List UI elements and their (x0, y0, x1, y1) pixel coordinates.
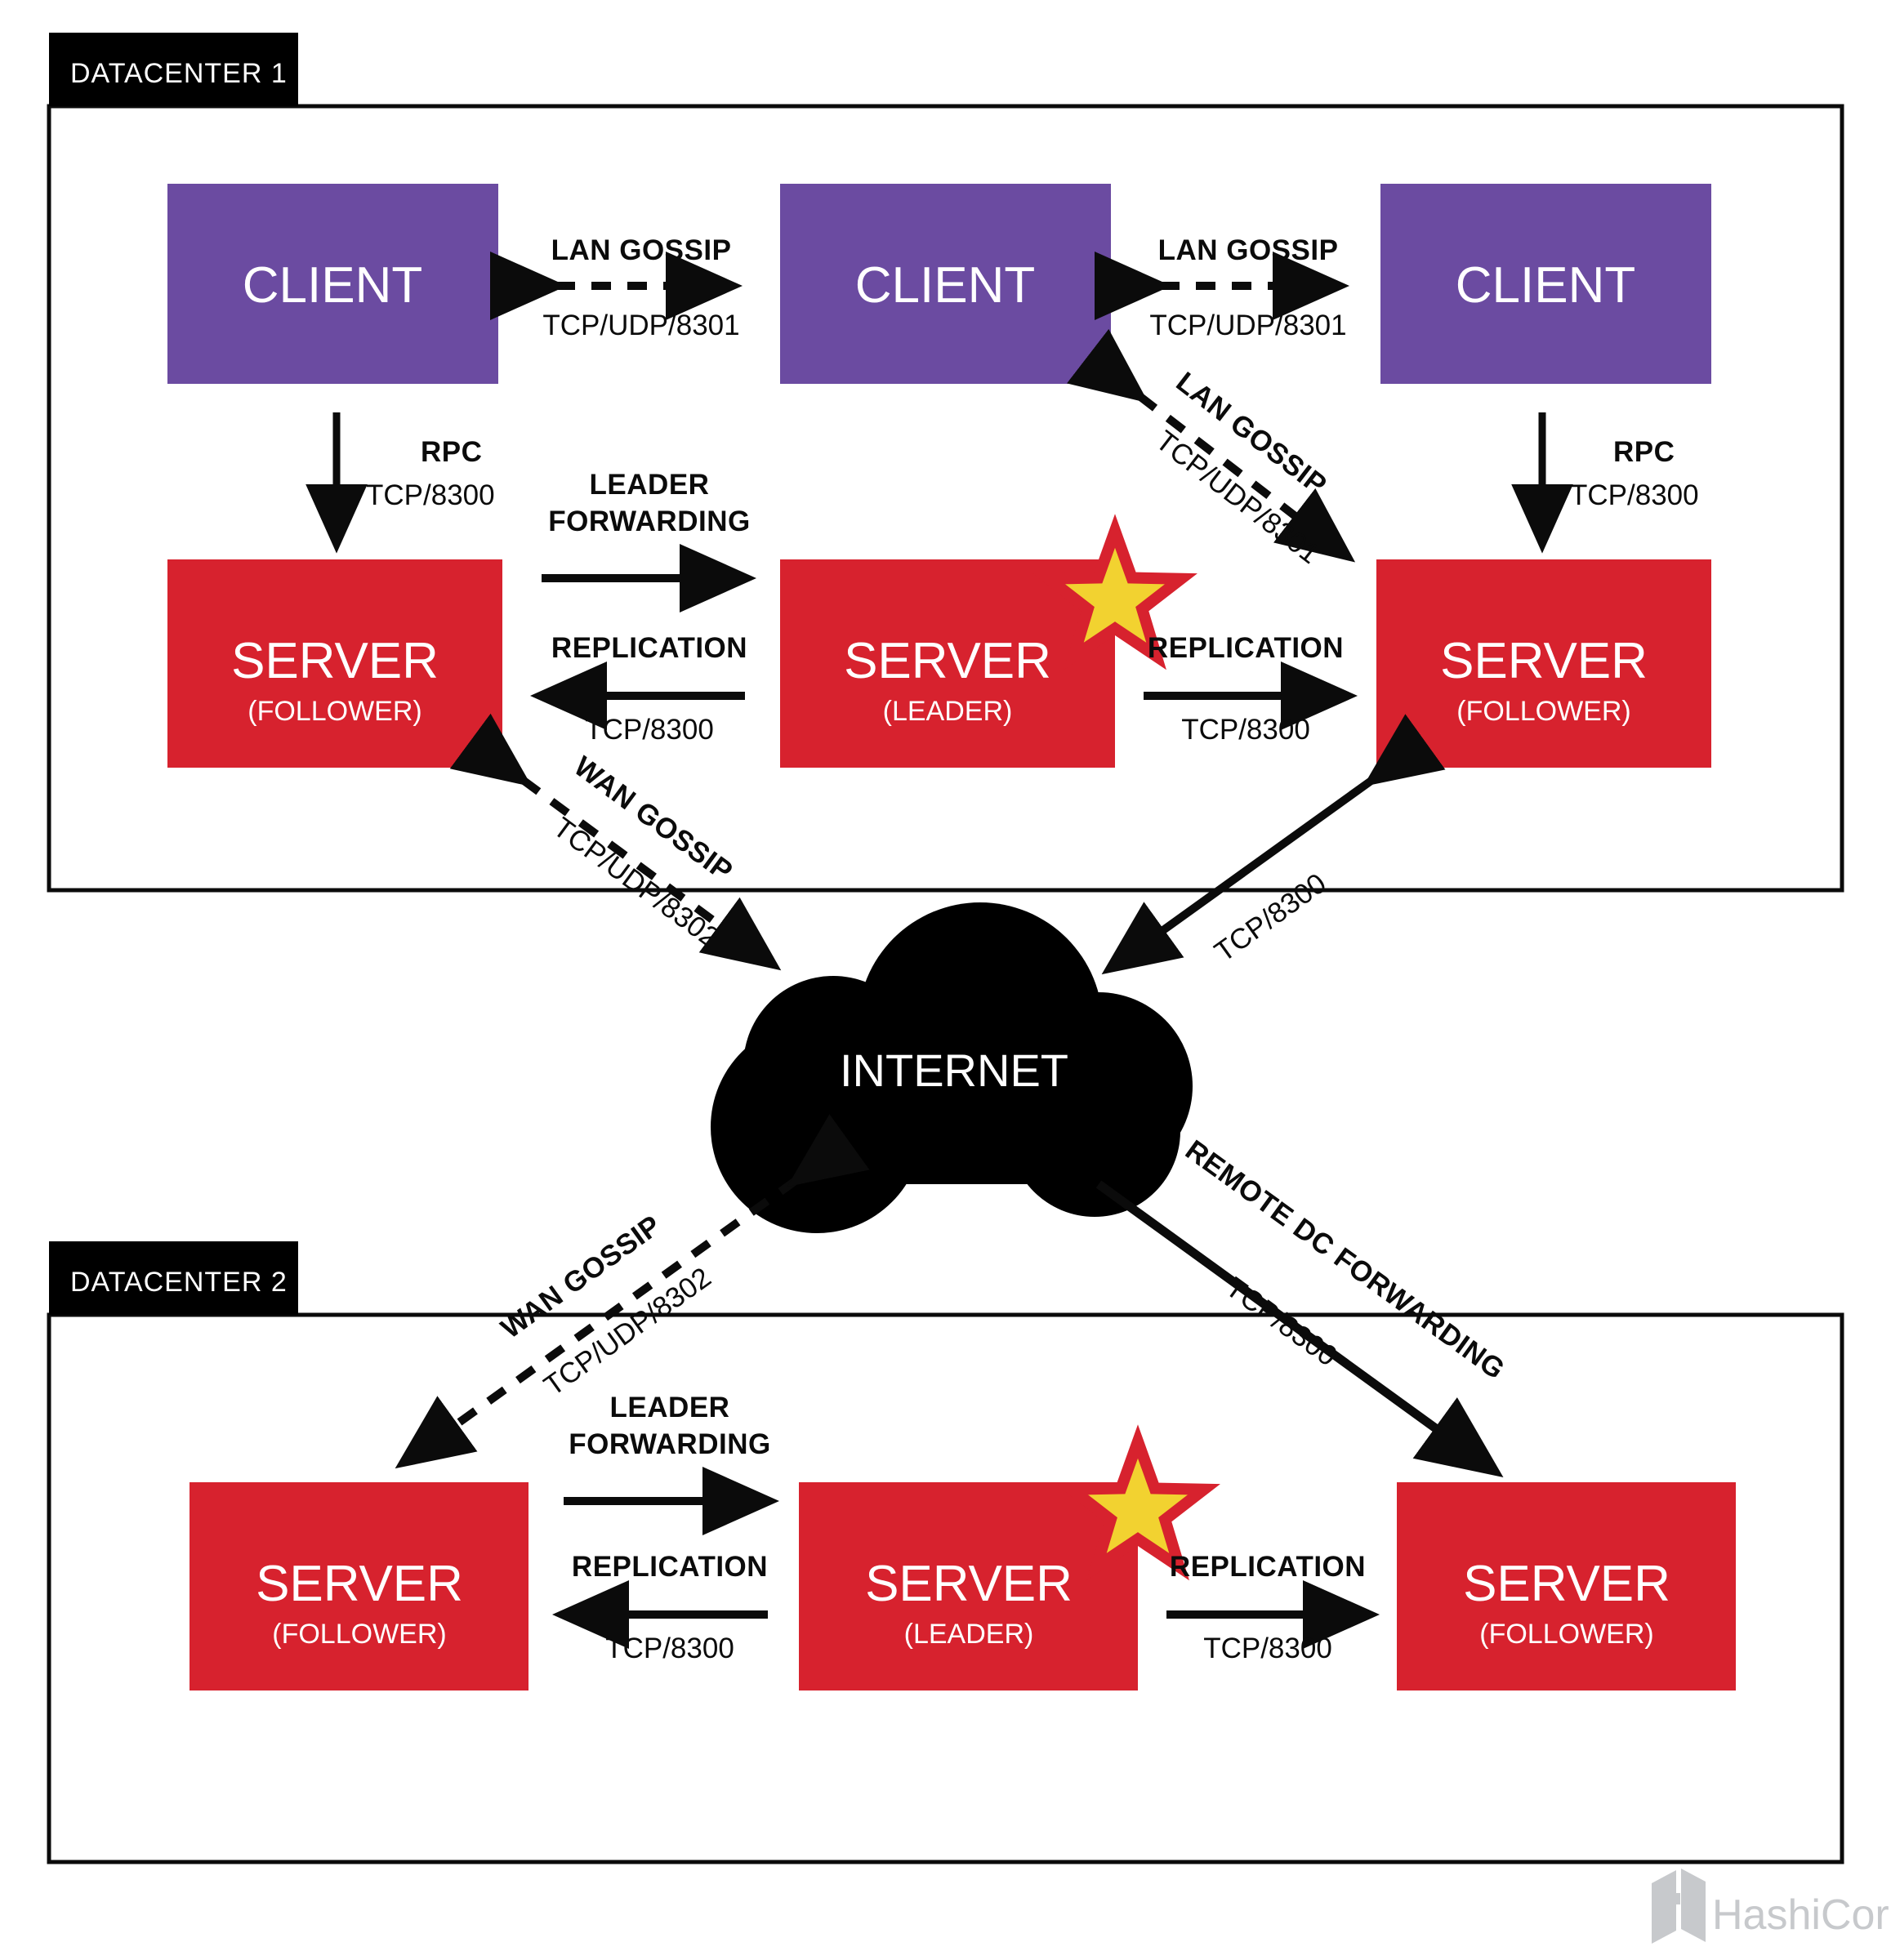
hashicorp-mark-icon (1652, 1869, 1706, 1944)
dc1-server-2-box[interactable] (780, 559, 1115, 768)
edge-rpc-c3s3-port: TCP/8300 (1570, 479, 1699, 511)
dc1-client-3-label: CLIENT (1456, 257, 1635, 314)
edge-rpc-client1-server1: RPC TCP/8300 (306, 412, 495, 554)
edge-replication-dc1-right: REPLICATION TCP/8300 (1144, 632, 1358, 746)
datacenter-1-tab (49, 33, 298, 106)
edge-lan-gossip-client2-client3: LAN GOSSIP TCP/UDP/8301 (1095, 234, 1349, 341)
dc1-server-3-role: (FOLLOWER) (1456, 696, 1630, 727)
datacenter-2-frame (47, 1312, 1844, 1864)
dc2-server-1-role: (FOLLOWER) (272, 1619, 446, 1650)
edge-lan-gossip-diagonal-arrow (1066, 328, 1356, 563)
edge-rpc-client3-server3: RPC TCP/8300 (1511, 412, 1699, 554)
edge-remote-dc-forwarding-arrow (1095, 1180, 1504, 1478)
datacenter-2-tab-label: DATACENTER 2 (70, 1267, 288, 1298)
edge-wan-gossip-dc2-arrow (395, 1114, 870, 1469)
dc2-server-3-box[interactable] (1397, 1482, 1736, 1690)
dc2-server-leader[interactable]: SERVER (LEADER) (799, 1424, 1220, 1690)
internet-cloud: INTERNET (711, 902, 1193, 1233)
edge-tcp8300-dc1-right: TCP/8300 (1101, 714, 1446, 975)
edge-repl-dc2-left-port: TCP/8300 (605, 1633, 734, 1664)
dc2-server-2-label: SERVER (865, 1556, 1073, 1612)
edge-lan-gossip-diagonal-port: TCP/UDP/8301 (1150, 425, 1326, 570)
datacenter-2-tab (49, 1241, 298, 1315)
dc1-server-follower-left[interactable]: SERVER (FOLLOWER) (167, 559, 502, 768)
hashicorp-logo: HashiCorp (1652, 1869, 1891, 1944)
dc1-server-1-label: SERVER (231, 633, 439, 689)
edge-wan-gossip-dc1: WAN GOSSIP TCP/UDP/8302 (449, 713, 782, 971)
edge-repl-dc1-right-port: TCP/8300 (1181, 714, 1310, 746)
edge-replication-dc2-right: REPLICATION TCP/8300 (1166, 1551, 1380, 1664)
dc1-client-3-box[interactable] (1380, 184, 1711, 384)
dc1-server-1-role: (FOLLOWER) (248, 696, 421, 727)
dc2-server-3-role: (FOLLOWER) (1479, 1619, 1653, 1650)
dc2-server-3-label: SERVER (1463, 1556, 1670, 1612)
edge-repl-dc1-right-title: REPLICATION (1148, 632, 1344, 664)
edge-tcp8300-dc1-right-arrow (1101, 714, 1446, 975)
dc1-server-2-role: (LEADER) (883, 696, 1013, 727)
dc1-client-2[interactable]: CLIENT (780, 184, 1111, 384)
edge-rpc-c1s1-port: TCP/8300 (366, 479, 495, 511)
edge-lan-gossip-c1c2-title: LAN GOSSIP (551, 234, 732, 266)
dc1-client-3[interactable]: CLIENT (1380, 184, 1711, 384)
edge-remote-dc-forwarding-port: TCP/8300 (1220, 1272, 1343, 1373)
dc2-server-follower-right[interactable]: SERVER (FOLLOWER) (1397, 1482, 1736, 1690)
datacenter-1-group: DATACENTER 1 (47, 33, 1844, 893)
hashicorp-wordmark: HashiCorp (1712, 1891, 1891, 1939)
internet-label: INTERNET (840, 1045, 1068, 1096)
edge-wan-gossip-dc1-arrow (449, 713, 782, 971)
edge-repl-dc1-left-title: REPLICATION (551, 632, 747, 664)
edge-repl-dc2-right-title: REPLICATION (1170, 1551, 1366, 1583)
datacenter-1-frame (47, 104, 1844, 893)
dc2-server-1-label: SERVER (256, 1556, 463, 1612)
edge-replication-dc2-left: REPLICATION TCP/8300 (552, 1551, 768, 1664)
datacenter-1-tab-label: DATACENTER 1 (70, 58, 288, 89)
leader-star-icon (1032, 514, 1197, 670)
edge-lan-gossip-c2c3-title: LAN GOSSIP (1158, 234, 1339, 266)
edge-lan-gossip-client1-client2: LAN GOSSIP TCP/UDP/8301 (490, 234, 743, 341)
edge-rpc-c3s3-title: RPC (1613, 436, 1675, 468)
edge-repl-dc2-right-port: TCP/8300 (1203, 1633, 1332, 1664)
dc2-server-2-box[interactable] (799, 1482, 1138, 1690)
datacenter-2-group: DATACENTER 2 (47, 1241, 1844, 1864)
dc1-server-leader[interactable]: SERVER (LEADER) (780, 514, 1197, 768)
edge-repl-dc2-left-title: REPLICATION (572, 1551, 768, 1583)
dc1-client-1-box[interactable] (167, 184, 498, 384)
dc1-server-3-label: SERVER (1440, 633, 1648, 689)
edge-replication-dc1-left: REPLICATION TCP/8300 (530, 632, 747, 746)
edge-repl-dc1-left-port: TCP/8300 (585, 714, 714, 746)
edge-lan-gossip-diagonal: LAN GOSSIP TCP/UDP/8301 (1066, 328, 1356, 570)
dc1-client-1[interactable]: CLIENT (167, 184, 498, 384)
dc1-client-2-label: CLIENT (855, 257, 1035, 314)
dc1-server-follower-right[interactable]: SERVER (FOLLOWER) (1376, 559, 1711, 768)
dc1-client-1-label: CLIENT (243, 257, 422, 314)
dc1-server-1-box[interactable] (167, 559, 502, 768)
dc2-server-1-box[interactable] (190, 1482, 528, 1690)
edge-lan-gossip-c1c2-port: TCP/UDP/8301 (542, 310, 739, 341)
dc2-server-2-role: (LEADER) (904, 1619, 1034, 1650)
edge-remote-dc-forwarding-title: REMOTE DC FORWARDING (1180, 1134, 1510, 1385)
dc2-server-follower-left[interactable]: SERVER (FOLLOWER) (190, 1482, 528, 1690)
edge-wan-gossip-dc2: WAN GOSSIP TCP/UDP/8302 (395, 1114, 870, 1469)
edge-rpc-c1s1-title: RPC (421, 436, 482, 468)
dc1-client-2-box[interactable] (780, 184, 1111, 384)
leader-star-icon (1055, 1424, 1220, 1581)
dc1-server-2-label: SERVER (844, 633, 1051, 689)
edge-lan-gossip-c2c3-port: TCP/UDP/8301 (1149, 310, 1346, 341)
